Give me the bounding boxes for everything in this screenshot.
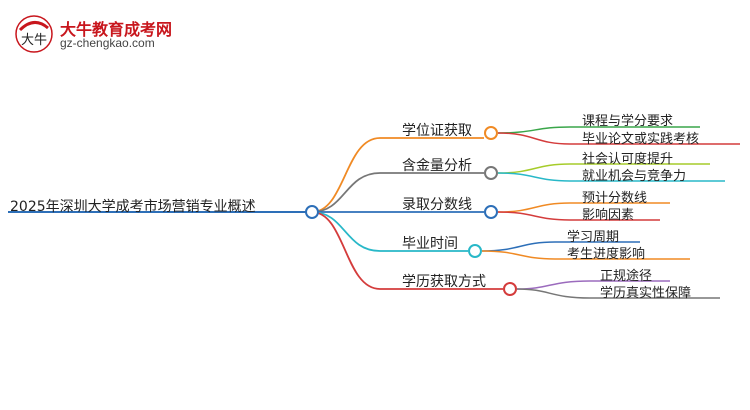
branch-label-1: 学位证获取	[402, 123, 472, 139]
leaf-label-5-2: 学历真实性保障	[600, 286, 692, 301]
leaf-label-4-1: 学习周期	[567, 230, 620, 245]
site-logo[interactable]: 大牛 大牛教育成考网 gz-chengkao.com	[14, 14, 214, 54]
leaf-label-1-2: 毕业论文或实践考核	[582, 132, 700, 147]
leaf-label-3-2: 影响因素	[582, 208, 635, 223]
connector-branch-2-leaf-2	[497, 172, 725, 182]
svg-text:大牛: 大牛	[21, 33, 47, 48]
branch-label-2: 含金量分析	[402, 158, 472, 174]
logo-title: 大牛教育成考网	[60, 20, 173, 39]
root-node[interactable]	[305, 205, 319, 219]
connector-branch-1-leaf-2	[497, 132, 740, 145]
branch-node-5[interactable]	[503, 282, 517, 296]
connector-branch-5-leaf-2	[516, 288, 720, 299]
leaf-label-2-2: 就业机会与竞争力	[582, 169, 687, 184]
connector-root-branch-5	[311, 211, 503, 290]
leaf-label-2-1: 社会认可度提升	[582, 152, 674, 167]
branch-label-4: 毕业时间	[402, 236, 458, 252]
connector-root-branch-1	[311, 137, 484, 213]
leaf-label-5-1: 正规途径	[600, 269, 653, 284]
branch-node-1[interactable]	[484, 126, 498, 140]
logo-url: gz-chengkao.com	[60, 36, 155, 50]
leaf-label-3-1: 预计分数线	[582, 191, 648, 206]
branch-label-3: 录取分数线	[402, 197, 472, 213]
logo-badge-icon: 大牛	[15, 15, 53, 53]
leaf-label-1-1: 课程与学分要求	[582, 114, 674, 129]
branch-label-5: 学历获取方式	[402, 274, 486, 290]
branch-node-3[interactable]	[484, 205, 498, 219]
leaf-label-4-2: 考生进度影响	[567, 247, 646, 262]
connector-root-branch-4	[311, 211, 468, 252]
connector-branch-3-leaf-2	[497, 211, 660, 221]
connector-branch-4-leaf-2	[481, 250, 690, 260]
branch-node-4[interactable]	[468, 244, 482, 258]
connector-root-branch-2	[311, 172, 484, 213]
root-label: 2025年深圳大学成考市场营销专业概述	[10, 199, 256, 215]
branch-node-2[interactable]	[484, 166, 498, 180]
